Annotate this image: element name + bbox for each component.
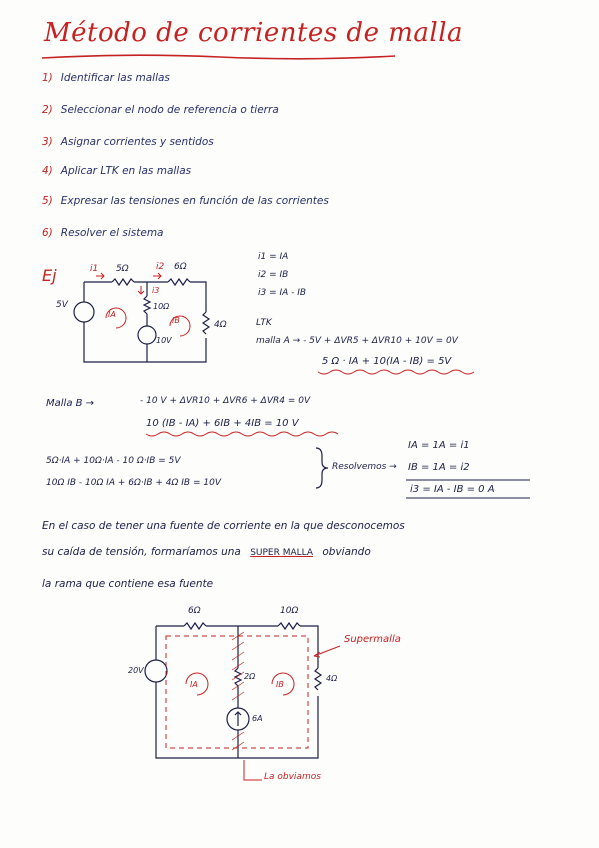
result-i3: i3 = IA - IB = 0 A xyxy=(410,484,495,495)
label-ia: IA xyxy=(108,310,116,319)
obviamos-note: La obviamos xyxy=(264,772,321,782)
step-2: 2)Seleccionar el nodo de referencia o ti… xyxy=(42,104,279,116)
voltage-source-10v-icon xyxy=(137,325,157,345)
result-ib: IB = 1A = i2 xyxy=(408,462,470,473)
step-4: 4)Aplicar LTK en las mallas xyxy=(42,165,192,177)
label-r4: 4Ω xyxy=(214,320,227,330)
voltage-source-5v-icon xyxy=(73,301,95,323)
step-1: 1)Identificar las mallas xyxy=(42,72,170,84)
label-i1: i1 xyxy=(90,264,99,274)
step-5: 5)Expresar las tensiones en función de l… xyxy=(42,195,329,207)
sm-label-i6: 6A xyxy=(252,714,263,723)
malla-a-eq-1: malla A → - 5V + ΔVR5 + ΔVR10 + 10V = 0V xyxy=(256,336,458,346)
sm-label-r2: 2Ω xyxy=(244,672,256,681)
current-eq-3: i3 = IA - IB xyxy=(258,288,307,298)
ltk-label: LTK xyxy=(256,318,272,328)
malla-a-eq-2: 5 Ω · IA + 10(IA - IB) = 5V xyxy=(322,356,452,367)
label-i2: i2 xyxy=(156,262,165,272)
current-eq-2: i2 = IB xyxy=(258,270,289,280)
label-r10: 10Ω xyxy=(153,302,170,311)
system-eq-1: 5Ω·IA + 10Ω·IA - 10 Ω·IB = 5V xyxy=(46,456,181,466)
mesh-a-arrow-icon xyxy=(105,307,127,329)
sm-label-r6: 6Ω xyxy=(188,606,201,616)
malla-b-eq-2: 10 (IB - IA) + 6IB + 4IB = 10 V xyxy=(146,418,299,429)
system-eq-2: 10Ω IB - 10Ω IA + 6Ω·IB + 4Ω IB = 10V xyxy=(46,478,221,488)
label-r5: 5Ω xyxy=(116,264,129,274)
paragraph-line-3: la rama que contiene esa fuente xyxy=(42,578,214,590)
sm-label-ia: IA xyxy=(190,680,198,689)
malla-b-label: Malla B → xyxy=(46,398,95,409)
step-3: 3)Asignar corrientes y sentidos xyxy=(42,136,214,148)
super-malla-term: SUPER MALLA xyxy=(250,548,314,558)
current-eq-1: i1 = IA xyxy=(258,252,289,262)
malla-b-eq-1: - 10 V + ΔVR10 + ΔVR6 + ΔVR4 = 0V xyxy=(140,396,311,406)
example-label: Ej xyxy=(42,266,57,285)
title-underline xyxy=(41,54,396,60)
sm-label-r4: 4Ω xyxy=(326,674,338,683)
voltage-source-20v-icon xyxy=(144,659,168,683)
paragraph-line-2: su caída de tensión, formaríamos una SUP… xyxy=(42,546,371,558)
sm-label-ib: IB xyxy=(276,680,284,689)
paragraph-line-1: En el caso de tener una fuente de corrie… xyxy=(42,520,405,532)
mesh-ia-icon xyxy=(185,672,209,696)
sm-label-v20: 20V xyxy=(128,666,144,675)
mesh-ib-icon xyxy=(271,672,295,696)
sm-label-r10: 10Ω xyxy=(280,606,299,616)
supermesh-outline xyxy=(165,635,309,749)
supermalla-label: Supermalla xyxy=(344,634,401,645)
step-6: 6)Resolver el sistema xyxy=(42,227,164,239)
label-ib: IB xyxy=(172,316,180,325)
mesh-b-arrow-icon xyxy=(169,315,191,337)
current-source-6a-icon xyxy=(226,707,250,731)
label-v5: 5V xyxy=(56,300,68,310)
label-v10: 10V xyxy=(156,336,172,345)
label-r6: 6Ω xyxy=(174,262,187,272)
result-ia: IA = 1A = i1 xyxy=(408,440,470,451)
resolvemos-label: Resolvemos → xyxy=(332,462,397,472)
page-title: Método de corrientes de malla xyxy=(44,18,464,48)
label-i3: i3 xyxy=(152,286,160,295)
